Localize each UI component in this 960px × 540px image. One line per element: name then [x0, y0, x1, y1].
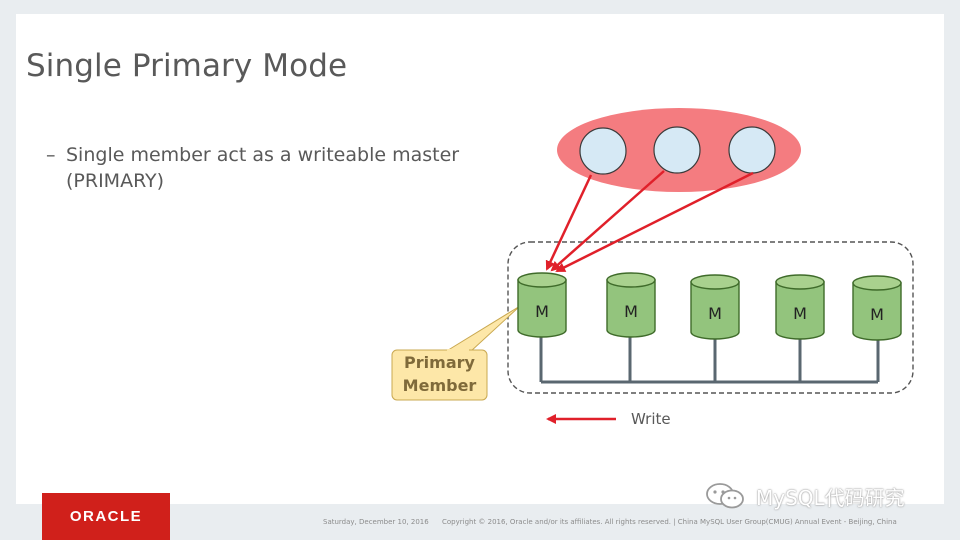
client-circle: [653, 126, 701, 174]
footer-date: Saturday, December 10, 2016: [323, 518, 429, 526]
client-circle: [728, 126, 776, 174]
oracle-logo-text: ORACLE: [69, 508, 143, 525]
member-node: [606, 272, 656, 338]
member-label: M: [793, 304, 807, 323]
member-label: M: [624, 302, 638, 321]
callout-box: [391, 349, 488, 401]
write-arrows: [545, 170, 754, 273]
wechat-watermark: MySQL代码研究: [704, 480, 905, 512]
footer-copyright: Copyright © 2016, Oracle and/or its affi…: [442, 518, 897, 526]
bullet-dash: –: [46, 144, 56, 166]
member-node: [690, 274, 740, 340]
write-legend-label: Write: [631, 410, 671, 428]
bullet-text: Single member act as a writeable master …: [66, 144, 460, 192]
bus-lines: [539, 336, 880, 384]
callout-line-2: Member: [402, 376, 477, 395]
member-node: [852, 275, 902, 341]
callout-line-1: Primary: [404, 353, 475, 372]
member-node: [517, 272, 567, 338]
member-label: M: [535, 302, 549, 321]
member-label: M: [870, 305, 884, 324]
client-circle: [579, 127, 627, 175]
watermark-text: MySQL代码研究: [756, 485, 905, 510]
slide-title: Single Primary Mode: [26, 48, 348, 84]
member-label: M: [708, 304, 722, 323]
oracle-logo: ORACLE: [42, 493, 170, 540]
slide-body: [16, 14, 944, 504]
primary-member-callout: Primary Member: [392, 351, 487, 399]
callout-pointer: [443, 305, 521, 353]
wechat-icon: [706, 483, 744, 509]
member-node: [775, 274, 825, 340]
